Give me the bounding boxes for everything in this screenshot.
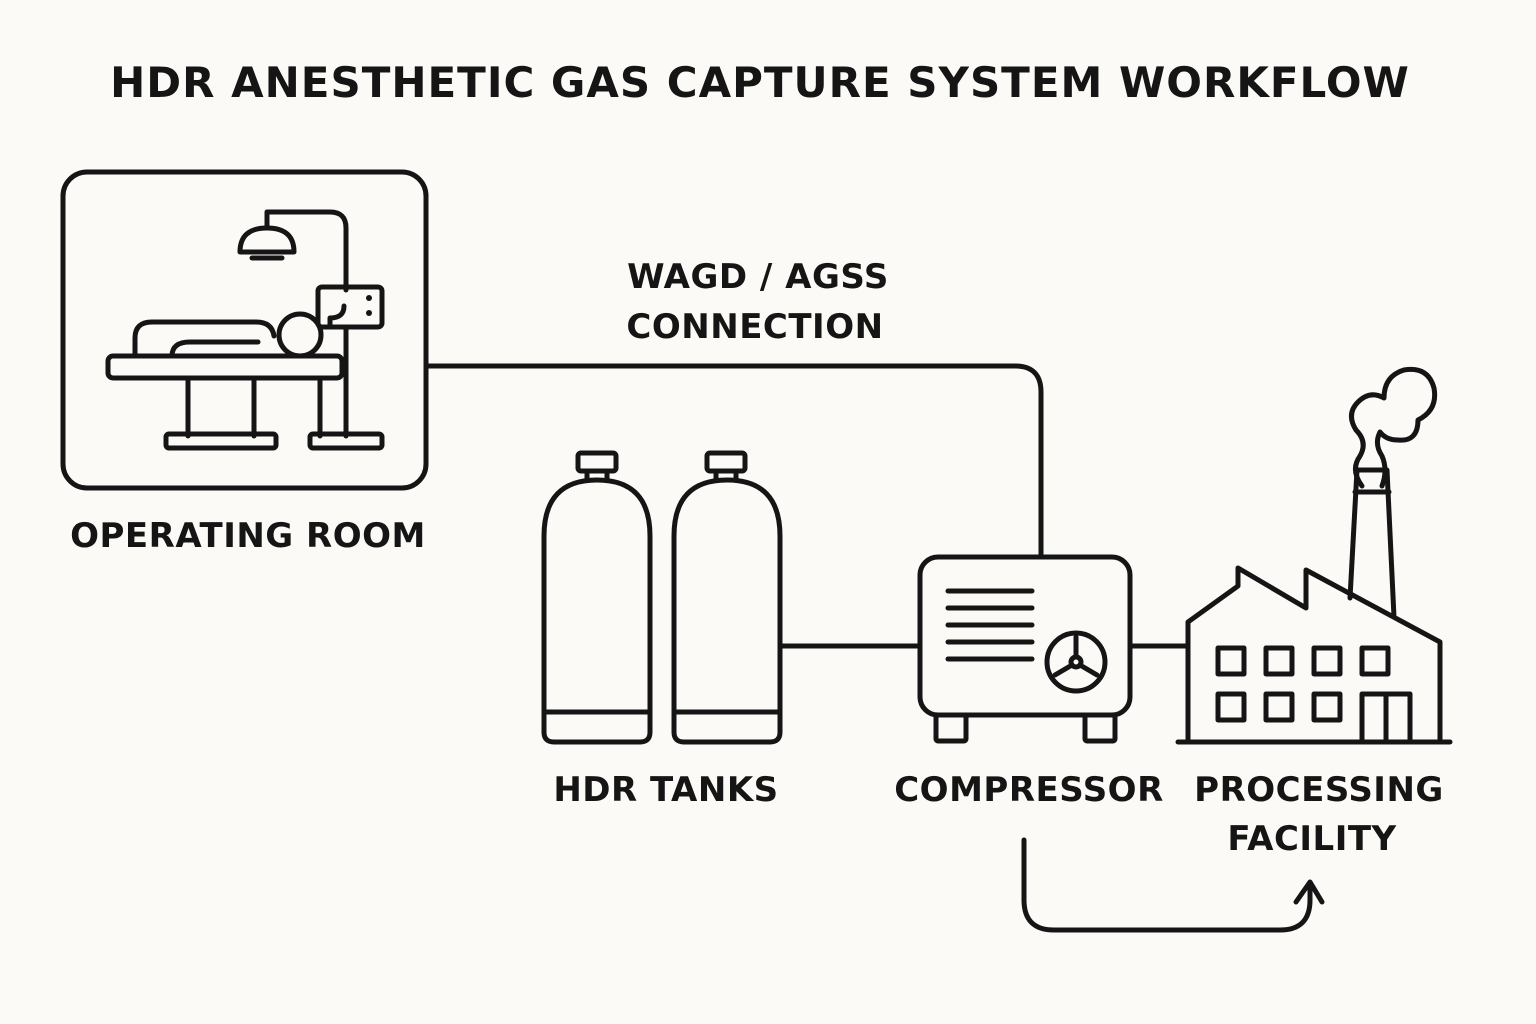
wagd-agss-pipe [424, 363, 1044, 560]
compressor-label: COMPRESSOR [894, 770, 1164, 810]
diagram-title: HDR ANESTHETIC GAS CAPTURE SYSTEM WORKFL… [110, 58, 1410, 107]
compressor-to-facility-arrow [1021, 837, 1325, 933]
operating-room-frame [60, 169, 429, 491]
connection-label-line1: WAGD / AGSS [627, 257, 889, 297]
processing-facility-node: PROCESSING FACILITY [1175, 366, 1453, 859]
processing-facility-label-line2: FACILITY [1227, 819, 1396, 859]
gas-cylinder-icon [671, 450, 783, 745]
hdr-tanks-node: HDR TANKS [541, 450, 783, 810]
factory-icon [1175, 366, 1453, 745]
operating-room-node: OPERATING ROOM [60, 169, 429, 556]
hdr-tanks-label: HDR TANKS [553, 770, 778, 810]
processing-facility-label-line1: PROCESSING [1194, 770, 1444, 810]
gas-cylinder-icon [541, 450, 653, 745]
compressor-node: COMPRESSOR [894, 554, 1164, 810]
connection-label-line2: CONNECTION [626, 307, 883, 347]
compressor-icon [917, 554, 1133, 744]
operating-room-label: OPERATING ROOM [70, 516, 426, 556]
operating-table-icon [105, 209, 385, 451]
